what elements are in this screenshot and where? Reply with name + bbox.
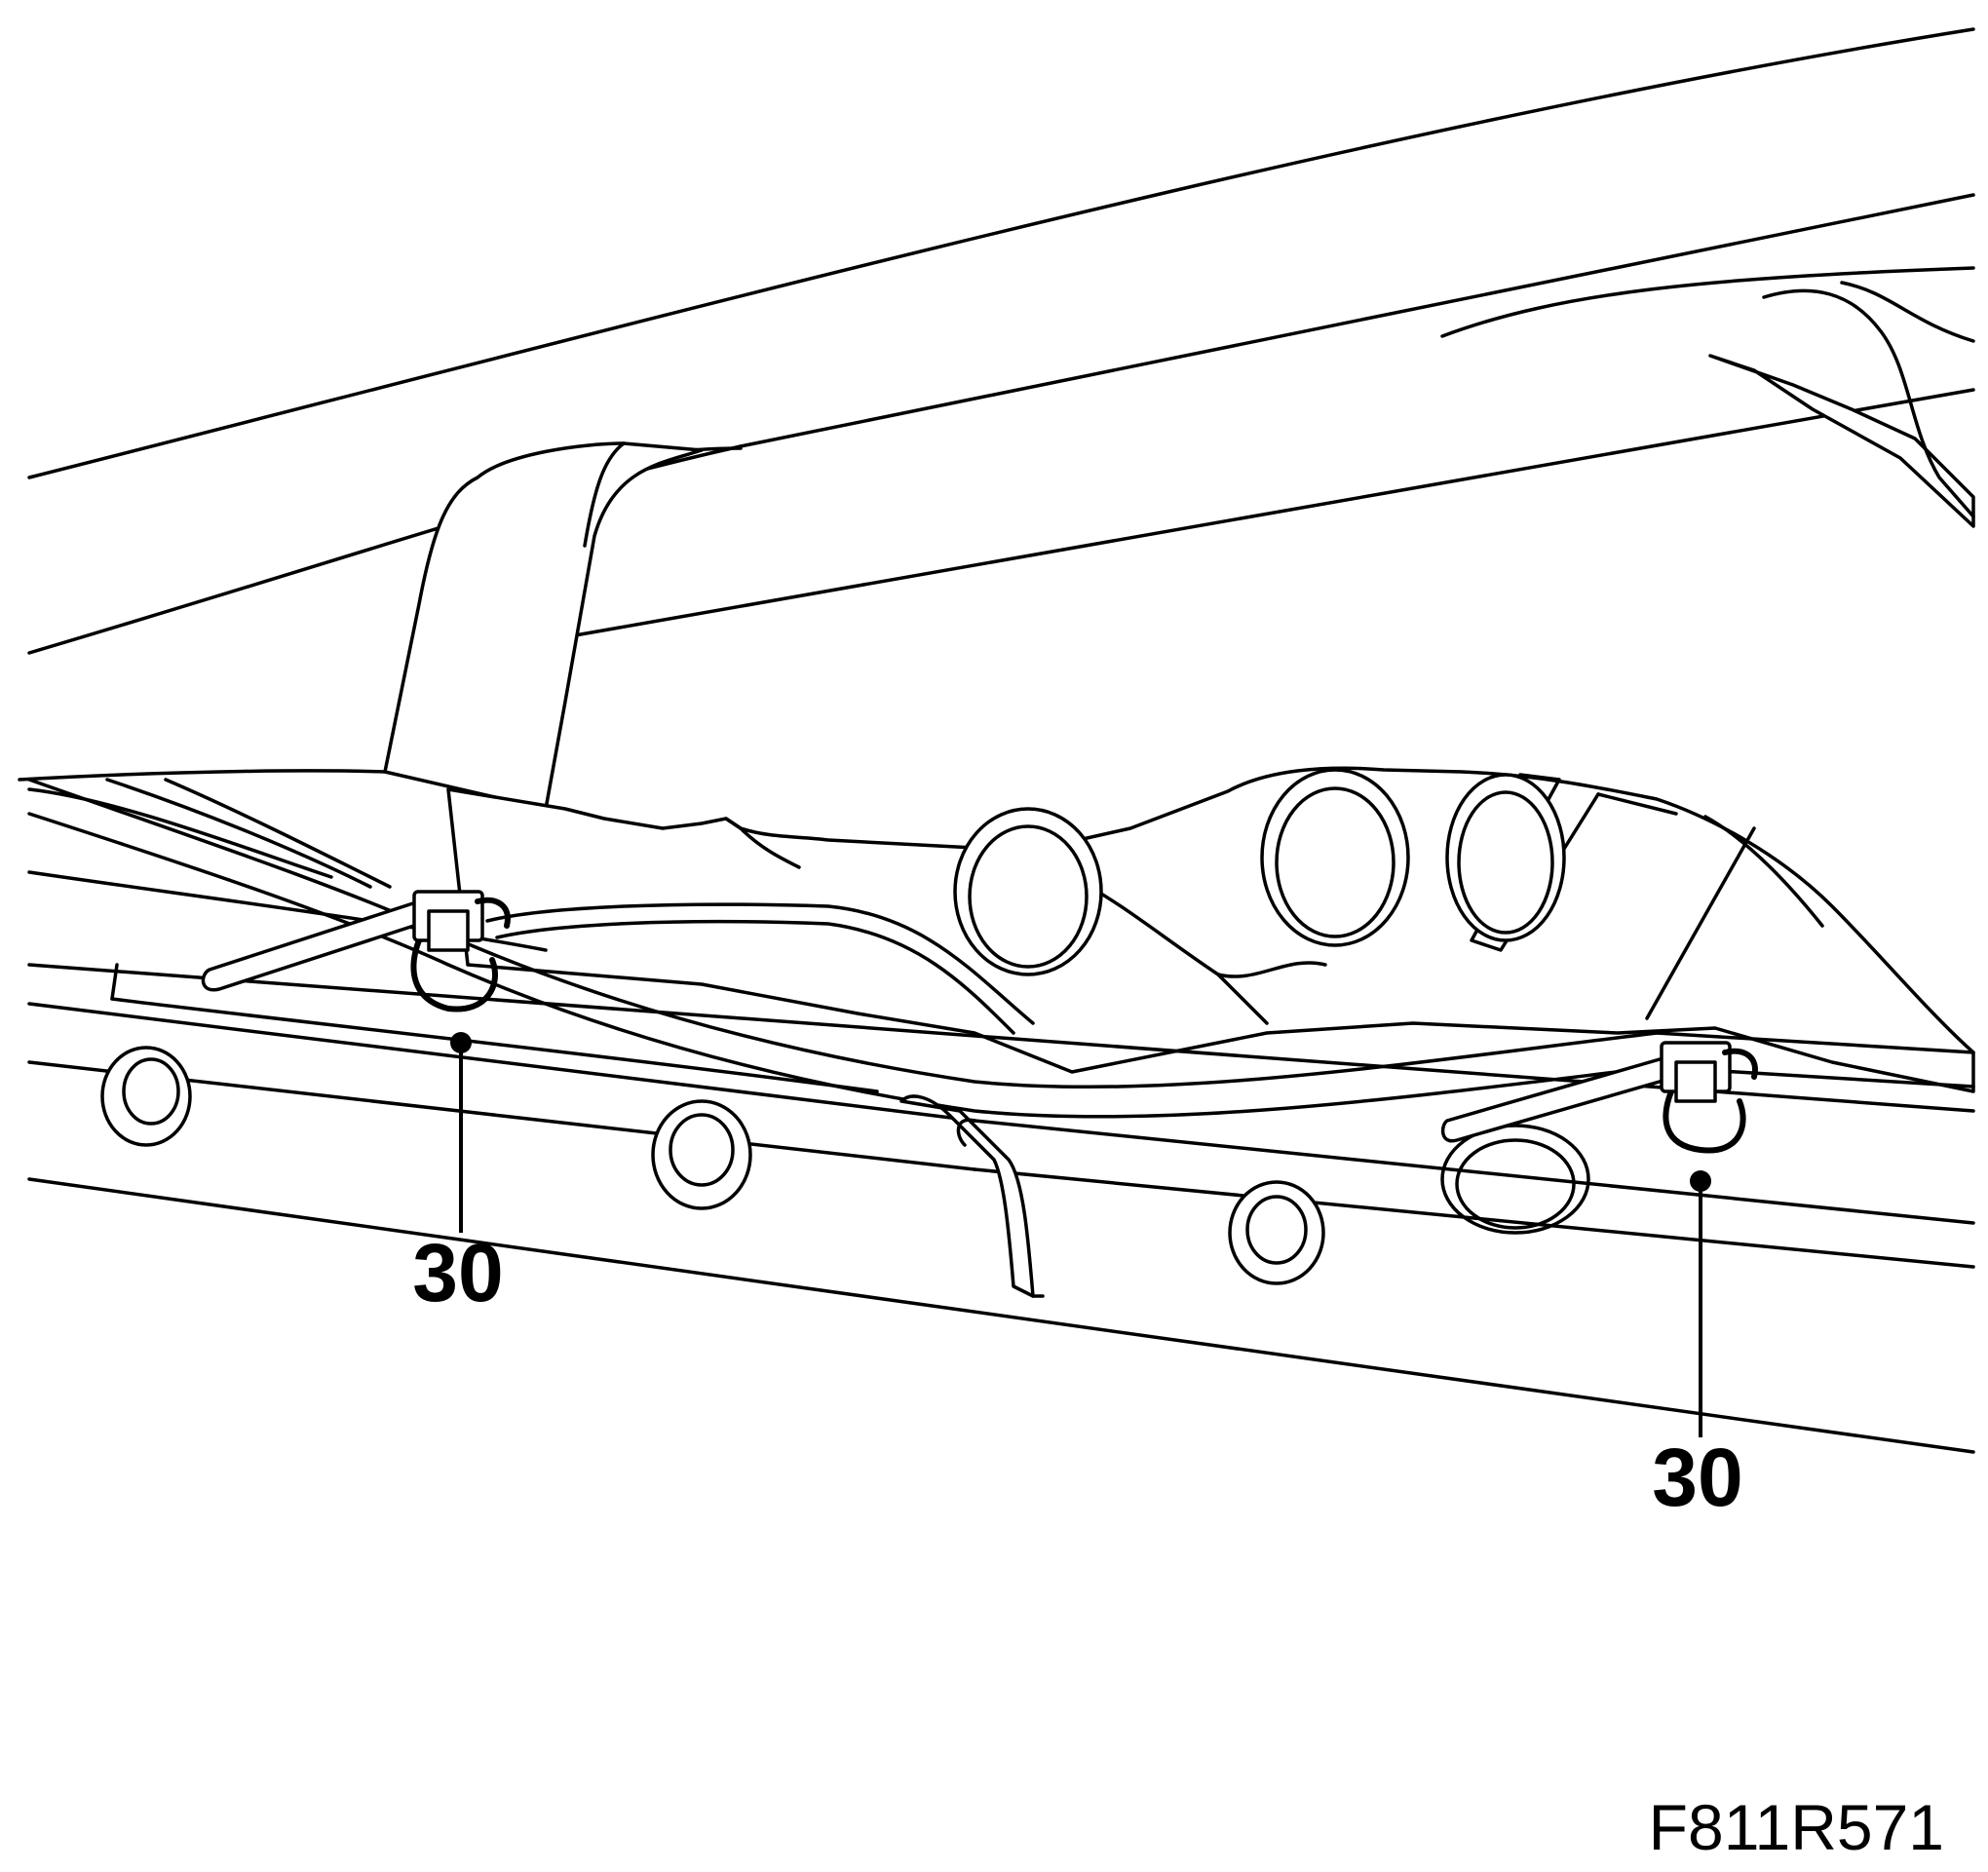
bracket-bosses [953,768,1590,1235]
cable-tie-clip-left [201,890,511,1012]
vertical-strap [383,441,704,811]
lower-sill-rail [27,870,1975,1454]
cable-tie-clip-right [1440,1041,1758,1154]
callout-label-left: 30 [412,1227,503,1318]
callout-leader-left [450,1032,472,1233]
bracket-plate [18,766,1975,1093]
callout-label-right: 30 [1652,1432,1742,1523]
upper-right-bracket [1708,281,1975,528]
upper-body-panels [27,27,1975,655]
callout-leader-right [1690,1170,1711,1437]
wiring-harness [27,778,1975,1119]
figure-id: F811R571 [1649,1791,1944,1863]
